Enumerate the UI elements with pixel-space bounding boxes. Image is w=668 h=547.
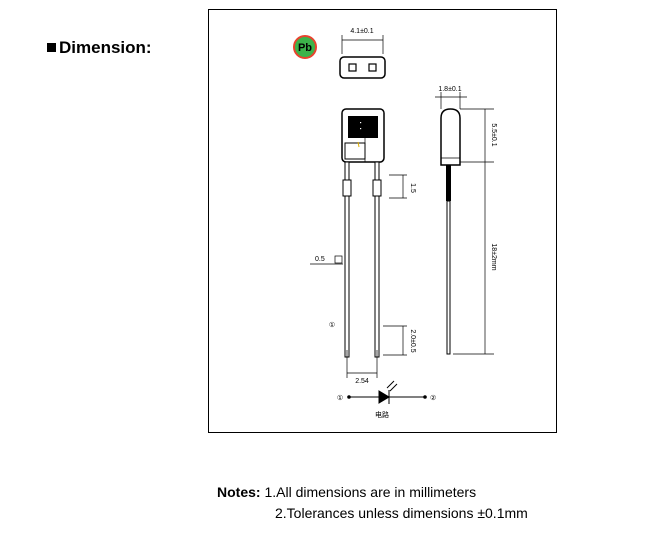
pb-free-badge-icon: Pb xyxy=(293,35,317,59)
side-width-dimension xyxy=(435,92,467,109)
top-width-label: 4.1±0.1 xyxy=(350,28,373,35)
lead-end-dimension xyxy=(383,325,407,356)
lead-length-dimension xyxy=(453,162,494,355)
notes-label: Notes: xyxy=(217,484,261,500)
lead-width-dimension xyxy=(310,255,343,265)
section-heading: Dimension: xyxy=(47,38,152,58)
front-view-leads xyxy=(342,161,382,358)
side-view-body xyxy=(440,108,461,355)
pitch-label: 2.54 xyxy=(355,378,369,385)
notes-text-2: 2.Tolerances unless dimensions ±0.1mm xyxy=(275,505,528,521)
circuit-pin1-label: ① xyxy=(337,394,343,402)
notes-line-1: Notes: 1.All dimensions are in millimete… xyxy=(217,482,528,503)
lead-end-label: 2.0±0.5 xyxy=(409,329,416,352)
photodiode-symbol-icon xyxy=(347,380,427,404)
bullet-square-icon xyxy=(47,43,56,52)
lead-width-label: 0.5 xyxy=(315,256,325,263)
heading-text: Dimension: xyxy=(59,38,152,57)
notes-text-1: 1.All dimensions are in millimeters xyxy=(264,484,477,500)
lead-step-dimension xyxy=(389,174,407,199)
badge-text: Pb xyxy=(298,42,312,54)
pitch-dimension xyxy=(346,350,378,378)
side-width-label: 1.8±0.1 xyxy=(438,86,461,93)
notes-block: Notes: 1.All dimensions are in millimete… xyxy=(217,482,528,524)
drawing-svg: Pb 4.1±0.1 xyxy=(293,28,497,419)
notes-line-2: 2.Tolerances unless dimensions ±0.1mm xyxy=(217,503,528,524)
top-view-package xyxy=(339,56,386,79)
top-width-dimension xyxy=(341,35,384,54)
front-view-body xyxy=(341,108,385,163)
pin1-marker: ① xyxy=(329,321,335,329)
symbol-caption: 电路 xyxy=(375,410,389,419)
body-height-dimension xyxy=(460,108,494,163)
lead-step-label: 1.5 xyxy=(409,183,416,193)
dimension-drawing: Pb 4.1±0.1 xyxy=(208,9,557,433)
lead-length-label: 18±2mm xyxy=(490,243,497,270)
body-height-label: 5.5±0.1 xyxy=(490,123,497,146)
circuit-pin2-label: ② xyxy=(430,394,436,402)
